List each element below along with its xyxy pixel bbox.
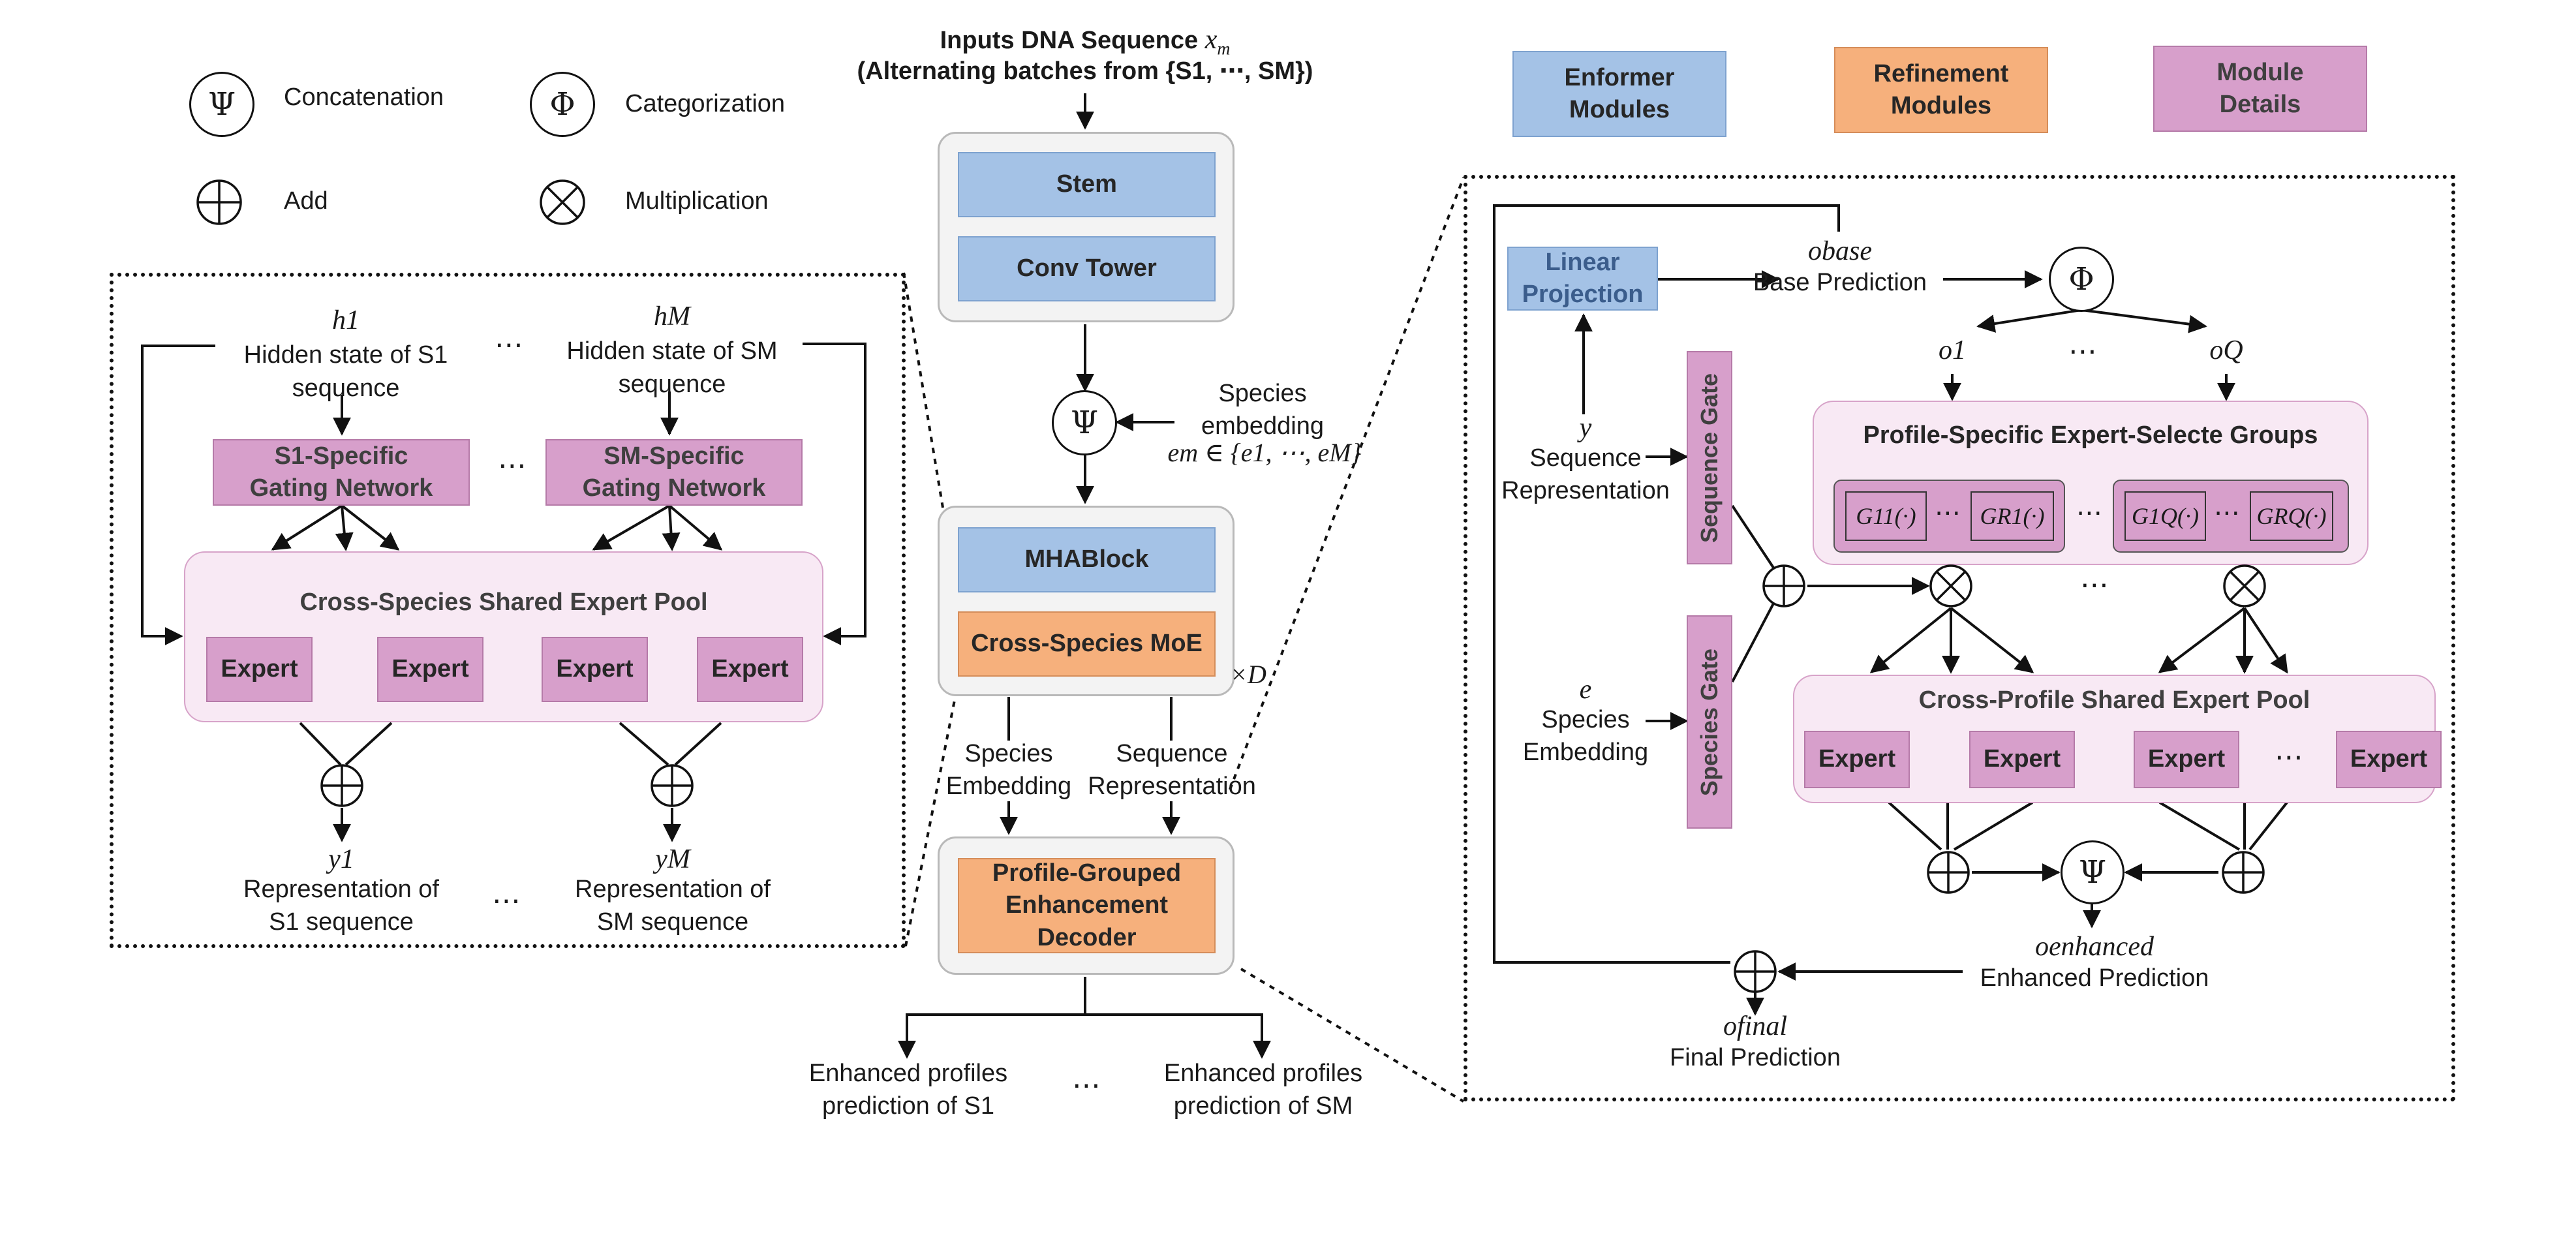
mhablock: MHABlock [958, 527, 1216, 592]
group-g1q: G1Q(·) [2124, 491, 2206, 541]
enhanced-prediction: oenhanced Enhanced Prediction [1980, 932, 2209, 992]
conv-tower-block: Conv Tower [958, 236, 1216, 301]
add-node-sm-icon [651, 764, 694, 807]
final-add-node-icon [1734, 950, 1777, 993]
cross-species-moe[interactable]: Cross-Species MoE [958, 611, 1216, 677]
final-prediction: ofinal Final Prediction [1670, 1011, 1841, 1072]
profile-expert-4: Expert [2336, 731, 2442, 788]
profile-expert-2: Expert [1969, 731, 2075, 788]
decoder-detail-panel [1464, 175, 2455, 1101]
species-expert-3: Expert [542, 637, 648, 702]
representation-s1: y1 Representation of S1 sequence [243, 844, 439, 936]
zoom-line-right-top [1229, 177, 1465, 790]
groups-ellipsis: ⋯ [2076, 499, 2102, 527]
profile-expert-3: Expert [2134, 731, 2239, 788]
base-prediction: obase Base Prediction [1753, 236, 1927, 297]
multiply-node-q-icon [2223, 564, 2266, 607]
species-expert-1: Expert [206, 637, 313, 702]
group-gr1: GR1(·) [1970, 491, 2054, 541]
stem-block: Stem [958, 152, 1216, 217]
representation-sm: yM Representation of SM sequence [575, 844, 771, 936]
profile-concat-node-icon: Ψ [2061, 840, 2124, 904]
group-q-ellipsis: ⋯ [2214, 499, 2240, 527]
profile-experts-ellipsis: ⋯ [2275, 741, 2303, 773]
legend-add-label: Add [284, 187, 328, 215]
profile-add-node-q-icon [2222, 851, 2265, 894]
add-icon [196, 179, 242, 225]
profile-expert-1: Expert [1804, 731, 1910, 788]
hidden-state-s1: h1 Hidden state of S1 sequence [243, 305, 448, 402]
species-expert-2: Expert [377, 637, 483, 702]
categorization-icon: Φ [530, 72, 595, 137]
species-embedding-label: Species embedding [1201, 380, 1325, 440]
zoom-line-right-bottom [1240, 968, 1465, 1103]
sequence-representation-input: y Sequence Representation [1501, 413, 1670, 505]
group-1-ellipsis: ⋯ [1935, 499, 1961, 527]
group-g11: G11(·) [1845, 491, 1927, 541]
center-ellipsis: ⋯ [1072, 1069, 1101, 1101]
categorize-node-icon: Φ [2049, 247, 2114, 312]
species-gate: Species Gate [1687, 615, 1732, 829]
species-embedding-output: Species Embedding [945, 740, 1072, 801]
species-embedding-formula: em ∈ {e1, ⋯, eM} [1167, 438, 1362, 467]
prediction-sm: Enhanced profiles prediction of SM [1163, 1060, 1363, 1120]
left-ellipsis-bottom: ⋯ [492, 885, 521, 917]
species-pool-title: Cross-Species Shared Expert Pool [299, 589, 708, 616]
sequence-gate: Sequence Gate [1687, 351, 1732, 564]
profile-add-node-1-icon [1927, 851, 1970, 894]
left-ellipsis-top: ⋯ [495, 329, 523, 361]
species-embedding-input: e Species Embedding [1522, 675, 1649, 767]
left-ellipsis-gates: ⋯ [498, 450, 527, 482]
hidden-state-sm: hM Hidden state of SM sequence [566, 301, 778, 398]
groups-title: Profile-Specific Expert-Selecte Groups [1863, 422, 2318, 449]
legend-multiplication-label: Multiplication [625, 187, 769, 215]
zoom-line-left-bottom [904, 683, 959, 947]
zoom-line-left-top [902, 272, 944, 508]
sequence-representation-output: Sequence Representation [1088, 740, 1256, 801]
multiply-ellipsis: ⋯ [2080, 569, 2109, 601]
moe-detail-panel [110, 273, 906, 948]
profile-o1: o1 [1939, 335, 1966, 365]
legend-concatenation-label: Concatenation [284, 84, 444, 111]
concat-node-icon: Ψ [1052, 390, 1117, 455]
gate-add-node-icon [1762, 564, 1805, 607]
concatenation-icon: Ψ [189, 72, 254, 137]
right-ellipsis-profiles: ⋯ [2068, 335, 2097, 367]
species-expert-4: Expert [697, 637, 803, 702]
input-title: Inputs DNA Sequence xm [940, 25, 1231, 59]
profile-pool-title: Cross-Profile Shared Expert Pool [1918, 686, 2310, 714]
prediction-s1: Enhanced profiles prediction of S1 [808, 1060, 1008, 1120]
multiplication-icon [540, 179, 585, 225]
multiply-node-1-icon [1929, 564, 1972, 607]
input-subtitle: (Alternating batches from {S1, ⋯, SM}) [857, 57, 1313, 85]
repeat-factor: ×D [1230, 660, 1266, 689]
group-grq: GRQ(·) [2250, 491, 2333, 541]
add-node-s1-icon [320, 764, 363, 807]
profile-oq: oQ [2209, 335, 2243, 365]
legend-categorization-label: Categorization [625, 90, 786, 117]
